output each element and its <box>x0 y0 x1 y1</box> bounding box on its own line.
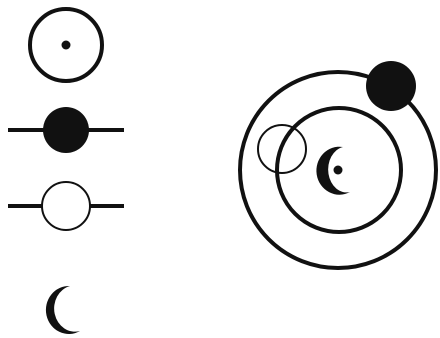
filled-circle-on-outer-ring <box>366 61 416 111</box>
hollow-circle-on-line-icon <box>8 182 124 230</box>
crescent-moon-icon <box>46 286 80 334</box>
main-diagram <box>240 61 436 268</box>
legend <box>8 9 124 334</box>
filled-circle-on-line-icon <box>8 107 124 153</box>
circled-dot-icon <box>30 9 102 81</box>
center-crescent-with-dot <box>316 147 350 195</box>
